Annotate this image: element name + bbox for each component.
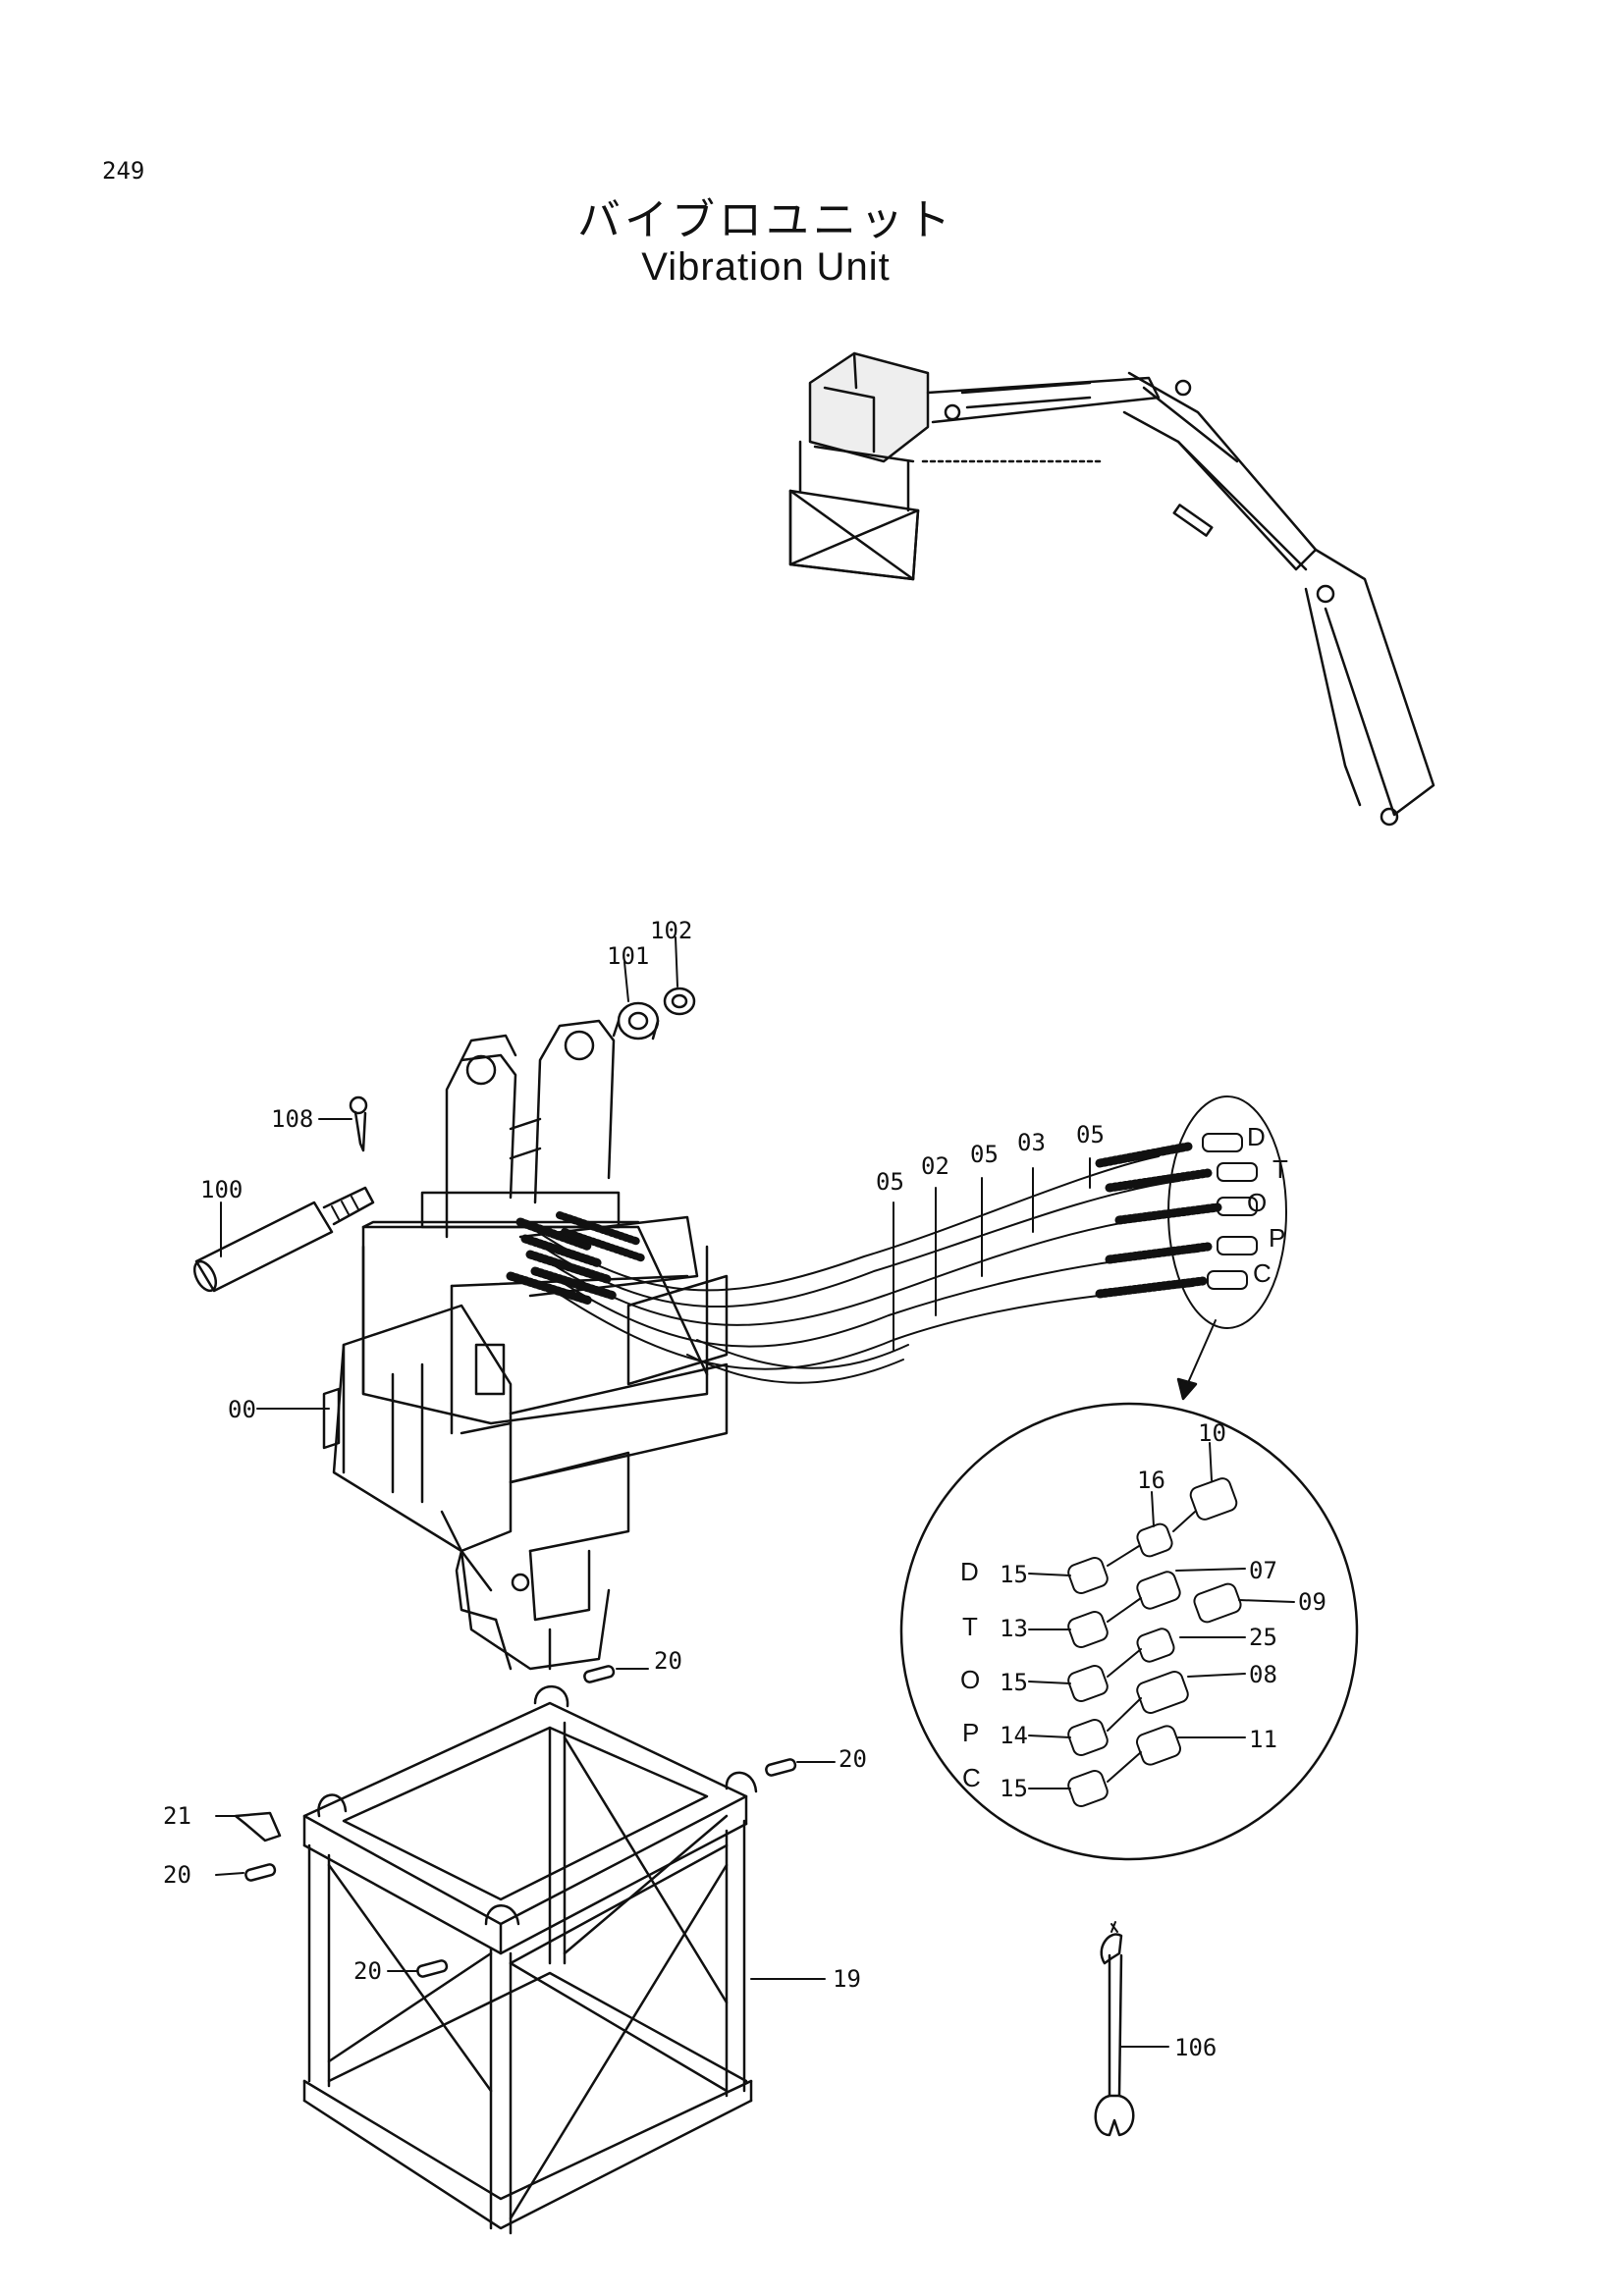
hydraulic-hoses — [506, 1133, 1258, 1384]
callout-hose-05c: 05 — [1076, 1121, 1105, 1148]
callout-20a: 20 — [654, 1647, 682, 1675]
callout-hose-02: 02 — [921, 1152, 949, 1180]
cotter-pin-108 — [349, 1095, 368, 1152]
bushing-101 — [612, 1001, 660, 1041]
callout-00: 00 — [228, 1396, 256, 1423]
callout-14: 14 — [1000, 1722, 1028, 1749]
callout-25: 25 — [1249, 1624, 1277, 1651]
port-label-o: O — [1247, 1188, 1267, 1217]
detail-port-o: O — [960, 1665, 980, 1694]
leader-101-102 — [623, 936, 678, 1002]
page-number: 249 — [102, 157, 145, 185]
detail-port-p: P — [962, 1718, 979, 1747]
port-label-c: C — [1253, 1258, 1272, 1288]
callout-20c: 20 — [163, 1861, 191, 1889]
callout-11: 11 — [1249, 1726, 1277, 1753]
port-label-d: D — [1247, 1122, 1266, 1151]
callout-21: 21 — [163, 1802, 191, 1830]
callout-labels: 102 101 108 100 00 05 02 05 03 05 D T O … — [163, 917, 1326, 2061]
detail-port-d: D — [960, 1557, 979, 1586]
fittings-detail — [1028, 1442, 1295, 1807]
callout-15c: 15 — [1000, 1775, 1028, 1802]
title-japanese: バイブロユニット — [577, 195, 954, 245]
callout-16: 16 — [1137, 1467, 1165, 1494]
fittings-detail-circle — [899, 1402, 1359, 1861]
callout-101: 101 — [607, 942, 649, 970]
detail-port-c: C — [962, 1763, 981, 1792]
callout-hose-05a: 05 — [876, 1168, 904, 1196]
callout-106: 106 — [1174, 2034, 1217, 2061]
title-english: Vibration Unit — [641, 245, 891, 289]
callout-hose-05b: 05 — [970, 1141, 999, 1168]
port-label-t: T — [1272, 1154, 1288, 1184]
callout-100: 100 — [200, 1176, 243, 1203]
callout-102: 102 — [650, 917, 692, 944]
bushing-102 — [663, 987, 696, 1016]
detail-pointer-arrow — [1176, 1377, 1198, 1401]
callout-07: 07 — [1249, 1557, 1277, 1584]
vibration-unit-body — [322, 1019, 729, 1671]
callout-108: 108 — [271, 1105, 313, 1133]
callout-15a: 15 — [1000, 1561, 1028, 1588]
callout-10: 10 — [1198, 1419, 1226, 1447]
port-circle — [1167, 1095, 1287, 1329]
cage-frame — [215, 1665, 836, 2235]
callout-09: 09 — [1298, 1588, 1326, 1616]
excavator-arm-overview — [788, 351, 1435, 827]
callout-13: 13 — [1000, 1615, 1028, 1642]
detail-port-t: T — [962, 1612, 978, 1641]
callout-19: 19 — [833, 1965, 861, 1993]
wrench-106 — [1094, 1921, 1169, 2137]
callout-hose-03: 03 — [1017, 1129, 1046, 1156]
callout-15b: 15 — [1000, 1669, 1028, 1696]
port-label-p: P — [1269, 1223, 1285, 1253]
callout-08: 08 — [1249, 1661, 1277, 1688]
callout-20d: 20 — [353, 1957, 382, 1985]
callout-20b: 20 — [839, 1745, 867, 1773]
pin-100 — [192, 1186, 375, 1293]
